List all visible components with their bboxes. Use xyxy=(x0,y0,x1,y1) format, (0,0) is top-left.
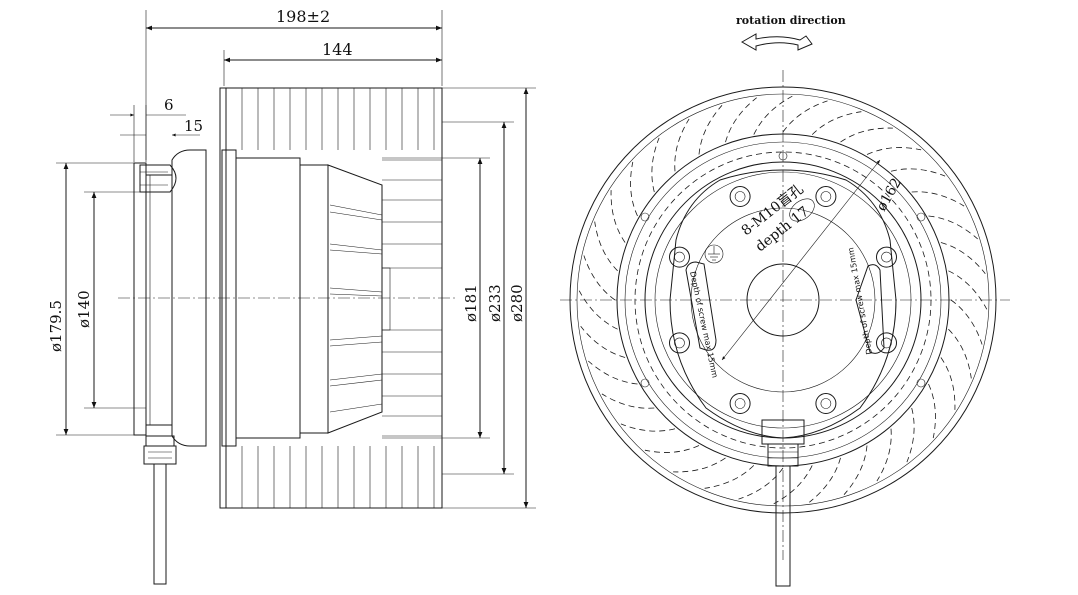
cable xyxy=(153,463,167,585)
mount-hole xyxy=(674,337,685,349)
mount-hole xyxy=(881,337,892,349)
flange-bolt xyxy=(139,164,177,193)
impeller-blade xyxy=(698,105,723,155)
pitch-diameter: ø162 xyxy=(874,176,905,214)
impeller-blade xyxy=(704,465,755,489)
impeller-blade xyxy=(928,215,978,240)
mount-hole-boss xyxy=(729,393,751,414)
mount-hole xyxy=(674,251,685,263)
impeller-blade xyxy=(588,360,638,385)
mount-hole xyxy=(820,191,832,202)
motor-fins xyxy=(329,204,383,413)
impeller-outer-ring xyxy=(569,86,997,514)
impeller-blade xyxy=(809,457,841,503)
earth-icon xyxy=(704,244,724,264)
rotation-label: rotation direction xyxy=(736,14,846,27)
impeller-blade xyxy=(950,299,983,345)
front-cable xyxy=(775,465,791,587)
dim-d2: ø140 xyxy=(75,290,93,328)
impeller-blade xyxy=(644,445,700,453)
mount-hole-boss xyxy=(669,246,690,268)
cable-gland-nut xyxy=(145,435,175,447)
dim-overall: 198±2 xyxy=(276,7,330,26)
impeller-blade xyxy=(948,328,972,379)
backplate xyxy=(133,162,147,436)
dim-impeller-width: 144 xyxy=(322,40,353,59)
impeller-blade xyxy=(782,100,828,133)
impeller-blade xyxy=(840,127,893,143)
outer-holes xyxy=(640,151,926,388)
impeller-blade xyxy=(940,242,986,274)
impeller-blade xyxy=(594,221,618,272)
pitch-diameter-leader xyxy=(721,159,881,361)
motor-housing xyxy=(299,164,329,434)
impeller-blade xyxy=(673,457,726,473)
impeller-blade xyxy=(866,147,922,155)
mount-hole xyxy=(734,398,746,409)
impeller-blade xyxy=(890,168,946,177)
mount-hole-boss xyxy=(876,246,897,268)
impeller-blade xyxy=(580,326,626,358)
dim-flange: 6 xyxy=(164,96,174,114)
mount-hole xyxy=(881,251,892,263)
impeller-blade-lines xyxy=(241,88,435,508)
inner-blade-lines xyxy=(382,159,442,437)
impeller-blade xyxy=(928,383,936,439)
dim-d5: ø280 xyxy=(508,284,526,322)
dim-d3: ø181 xyxy=(462,284,480,322)
impeller-blade xyxy=(773,465,813,505)
impeller-blade xyxy=(906,407,915,463)
impeller-blade xyxy=(674,118,690,172)
mount-hole-boss xyxy=(815,186,837,207)
impeller-blade xyxy=(651,137,660,193)
mount-hole xyxy=(734,191,746,202)
side-view: 198±2 144 6 15 ø179.5 ø140 ø181 ø233 xyxy=(47,7,536,585)
impeller-blade xyxy=(620,423,676,432)
impeller-blade xyxy=(578,290,618,330)
motor-ring xyxy=(171,149,207,447)
dim-offset: 15 xyxy=(184,117,203,135)
cable-gland xyxy=(143,445,177,465)
impeller-blade xyxy=(753,95,793,135)
impeller-blade xyxy=(725,97,757,143)
impeller-blade xyxy=(911,191,965,207)
rotation-arrow-icon xyxy=(740,33,813,51)
impeller-blade xyxy=(601,393,655,409)
impeller-outer xyxy=(219,87,443,509)
impeller-blade xyxy=(583,255,616,301)
impeller-blade xyxy=(630,161,638,217)
impeller-blade xyxy=(738,467,784,500)
mount-hole-boss xyxy=(876,332,897,354)
slot-label-right: Depth of screw max 15mm xyxy=(846,247,874,356)
impeller-blade xyxy=(610,190,626,243)
motor-cone xyxy=(327,164,383,434)
impeller-blades xyxy=(578,95,988,505)
slot-label-left: Depth of screw max 15mm xyxy=(688,271,719,379)
mount-hole-boss xyxy=(815,393,837,414)
impeller-blade xyxy=(811,111,862,135)
impeller-blade xyxy=(948,270,988,310)
impeller-blade xyxy=(940,357,956,410)
front-view: rotation direction Depth of screw max 15… xyxy=(560,14,1010,587)
dim-d1: ø179.5 xyxy=(47,300,65,352)
dim-d4: ø233 xyxy=(486,284,504,322)
mount-hole-boss xyxy=(669,332,690,354)
impeller-blade xyxy=(843,445,868,495)
left-slot xyxy=(685,261,717,351)
impeller-blade xyxy=(876,428,892,482)
mount-hole xyxy=(820,398,832,409)
mount-hole-boss xyxy=(729,186,751,207)
